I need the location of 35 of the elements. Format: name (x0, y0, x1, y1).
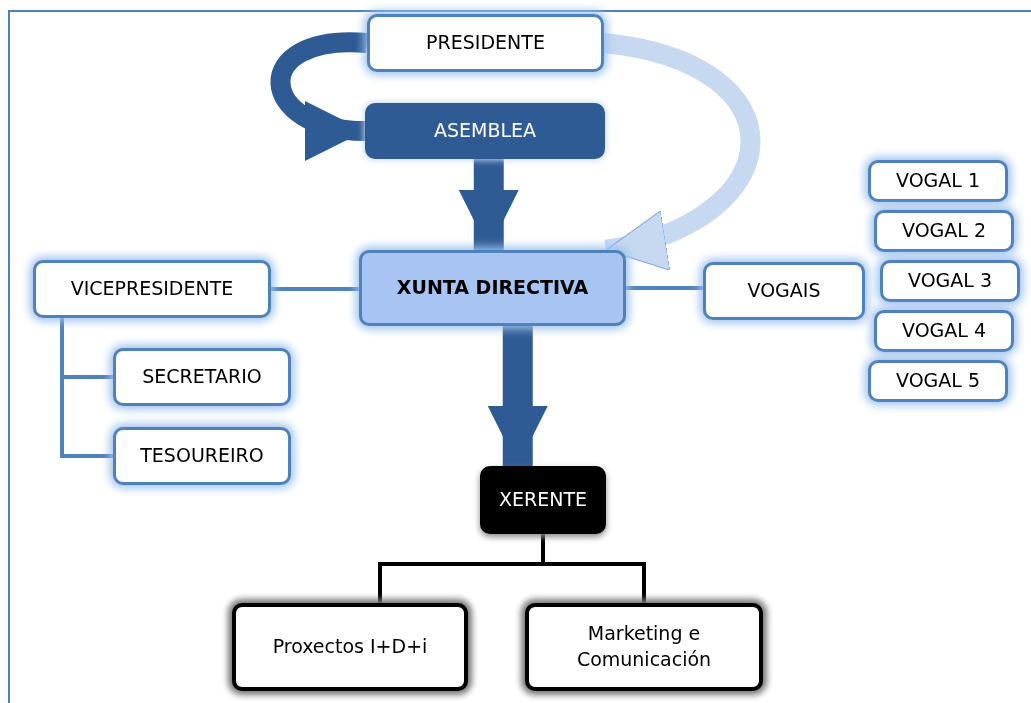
node-label: VOGAIS (747, 278, 821, 304)
node-label: SECRETARIO (142, 364, 262, 390)
node-label: XERENTE (498, 487, 588, 513)
block-arrow (487, 326, 548, 466)
process-box (33, 260, 271, 318)
process-box (874, 310, 1014, 352)
node-label: VOGAL 2 (901, 218, 987, 244)
process-box (367, 14, 604, 72)
node-label: VOGAL 5 (895, 368, 981, 394)
node-label: VOGAL 1 (895, 168, 981, 194)
process-box (359, 250, 626, 326)
process-box (113, 348, 291, 406)
process-box (868, 160, 1008, 202)
node-label: PRESIDENTE (426, 30, 545, 56)
process-box (365, 103, 605, 159)
process-box (868, 360, 1008, 402)
block-arrow (458, 159, 519, 250)
node-label: XUNTA DIRECTIVA (396, 275, 589, 301)
node-label: VOGAL 4 (901, 318, 987, 344)
process-box (232, 603, 468, 691)
connector-line (271, 287, 359, 291)
node-label: TESOUREIRO (140, 443, 264, 469)
process-box (880, 260, 1020, 302)
process-box (874, 210, 1014, 252)
process-box (525, 603, 763, 691)
process-box (703, 262, 865, 320)
process-box (113, 427, 291, 485)
node-label: Proxectos I+D+i (272, 634, 428, 660)
process-box (480, 466, 606, 534)
node-label: Marketing e Comunicación (575, 621, 713, 672)
node-label: VOGAL 3 (907, 268, 993, 294)
connector-line (626, 286, 703, 290)
connector-line (541, 534, 646, 603)
node-label: ASEMBLEA (433, 118, 537, 144)
node-label: VICEPRESIDENTE (70, 276, 234, 302)
